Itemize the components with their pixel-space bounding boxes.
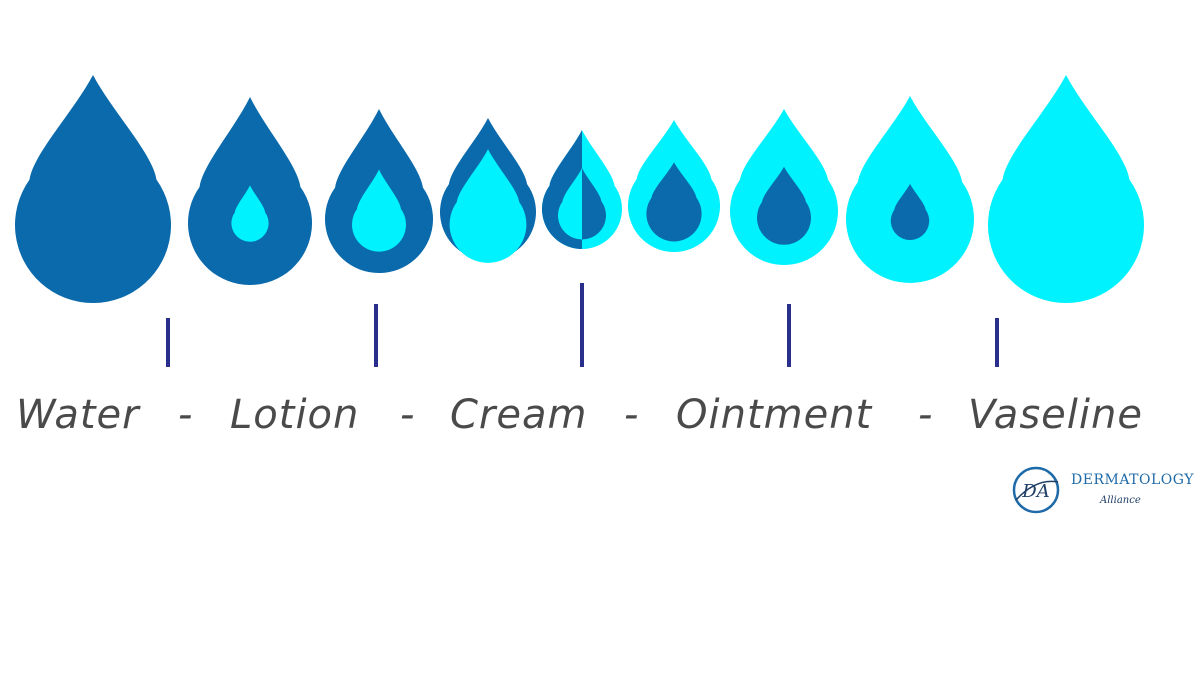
drop-row <box>14 75 1144 303</box>
drop-outer <box>14 75 171 303</box>
drop-inner-water <box>582 168 606 240</box>
label-lotion: Lotion <box>230 392 359 438</box>
label-water: Water <box>16 392 141 438</box>
brand-emblem-swoosh <box>1015 480 1059 501</box>
drop-inner <box>757 166 811 245</box>
drop-inner <box>352 169 406 252</box>
label-cream: Cream <box>450 392 587 438</box>
dash-4: - <box>918 392 933 438</box>
drop-inner <box>449 149 527 263</box>
brand-name: DERMATOLOGY <box>1071 472 1194 488</box>
drop-cream <box>542 130 622 250</box>
drop-water <box>14 75 171 303</box>
drop-lotion-cream <box>324 109 433 273</box>
dash-1: - <box>178 392 193 438</box>
tick-row <box>166 283 999 367</box>
drop-vaseline <box>988 75 1144 303</box>
drop-ointment-light <box>628 120 721 252</box>
drop-inner <box>890 183 930 240</box>
drop-ointment <box>729 109 838 265</box>
label-vaseline: Vaseline <box>968 392 1143 438</box>
brand-logo: DA DERMATOLOGY Alliance <box>1012 466 1194 514</box>
scale-labels: Water - Lotion - Cream - Ointment - Vase… <box>16 392 1143 438</box>
drop-outer <box>988 75 1144 303</box>
drop-inner <box>231 185 269 242</box>
drop-cream-rich <box>440 118 537 263</box>
drop-inner <box>646 162 702 242</box>
dash-3: - <box>624 392 639 438</box>
drop-lotion <box>188 97 313 286</box>
drop-ointment-rich <box>846 96 974 284</box>
label-ointment: Ointment <box>676 392 873 438</box>
brand-emblem <box>1012 466 1060 514</box>
brand-tagline: Alliance <box>1099 495 1141 506</box>
drop-inner-oil <box>558 168 582 240</box>
dash-2: - <box>400 392 415 438</box>
brand-initials: DA <box>1021 481 1049 502</box>
